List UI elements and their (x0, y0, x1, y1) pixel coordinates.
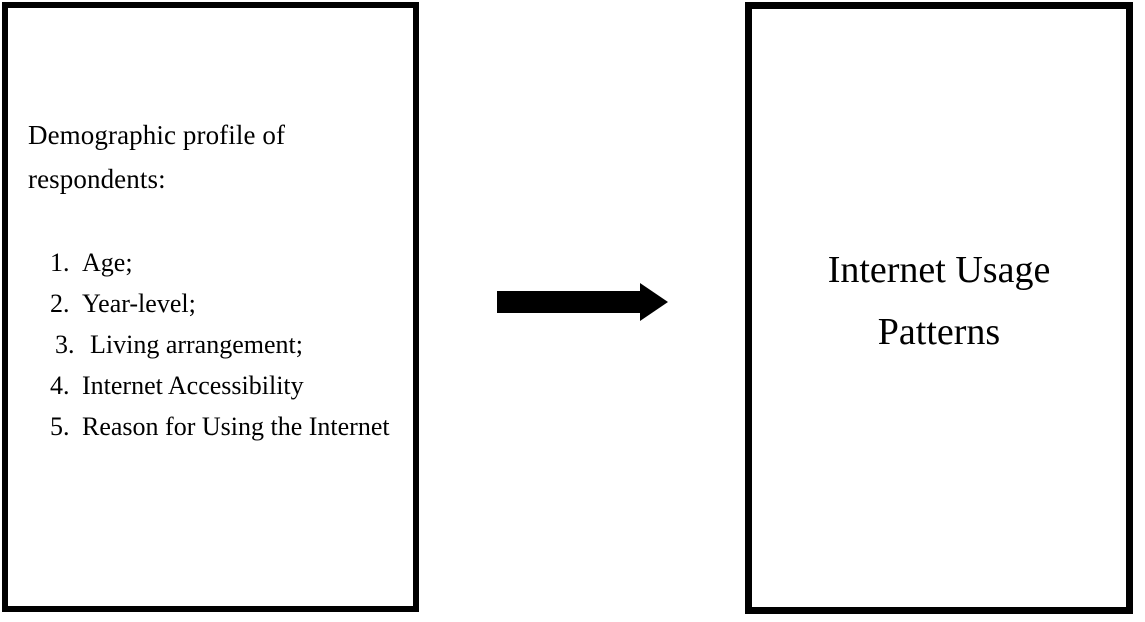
list-item-label: Internet Accessibility (82, 371, 304, 400)
list-item-number: 3. (55, 330, 75, 359)
right-arrow-icon (497, 283, 668, 321)
list-item-number: 1. (50, 248, 70, 277)
input-box-heading: Demographic profile of respondents: (28, 120, 286, 194)
list-item-number: 2. (50, 289, 70, 318)
list-item: 2. Year-level; (28, 283, 398, 324)
output-variable-box: Internet Usage Patterns (745, 2, 1133, 614)
list-item-label: Reason for Using the Internet (82, 412, 390, 441)
list-item-label: Living arrangement; (90, 330, 303, 359)
input-variables-box: Demographic profile of respondents: 1. A… (2, 2, 419, 612)
demographic-variable-list: 1. Age; 2. Year-level; 3. Living arrange… (28, 242, 398, 447)
list-item: 4. Internet Accessibility (28, 365, 398, 406)
list-item-label: Year-level; (82, 289, 196, 318)
list-item: 5. Reason for Using the Internet (28, 406, 398, 447)
list-item-number: 4. (50, 371, 70, 400)
input-box-content: Demographic profile of respondents: 1. A… (28, 113, 398, 447)
list-item: 1. Age; (28, 242, 398, 283)
list-item: 3. Living arrangement; (28, 324, 398, 365)
list-item-number: 5. (50, 412, 70, 441)
output-box-title: Internet Usage Patterns (827, 249, 1051, 353)
list-item-label: Age; (82, 248, 133, 277)
